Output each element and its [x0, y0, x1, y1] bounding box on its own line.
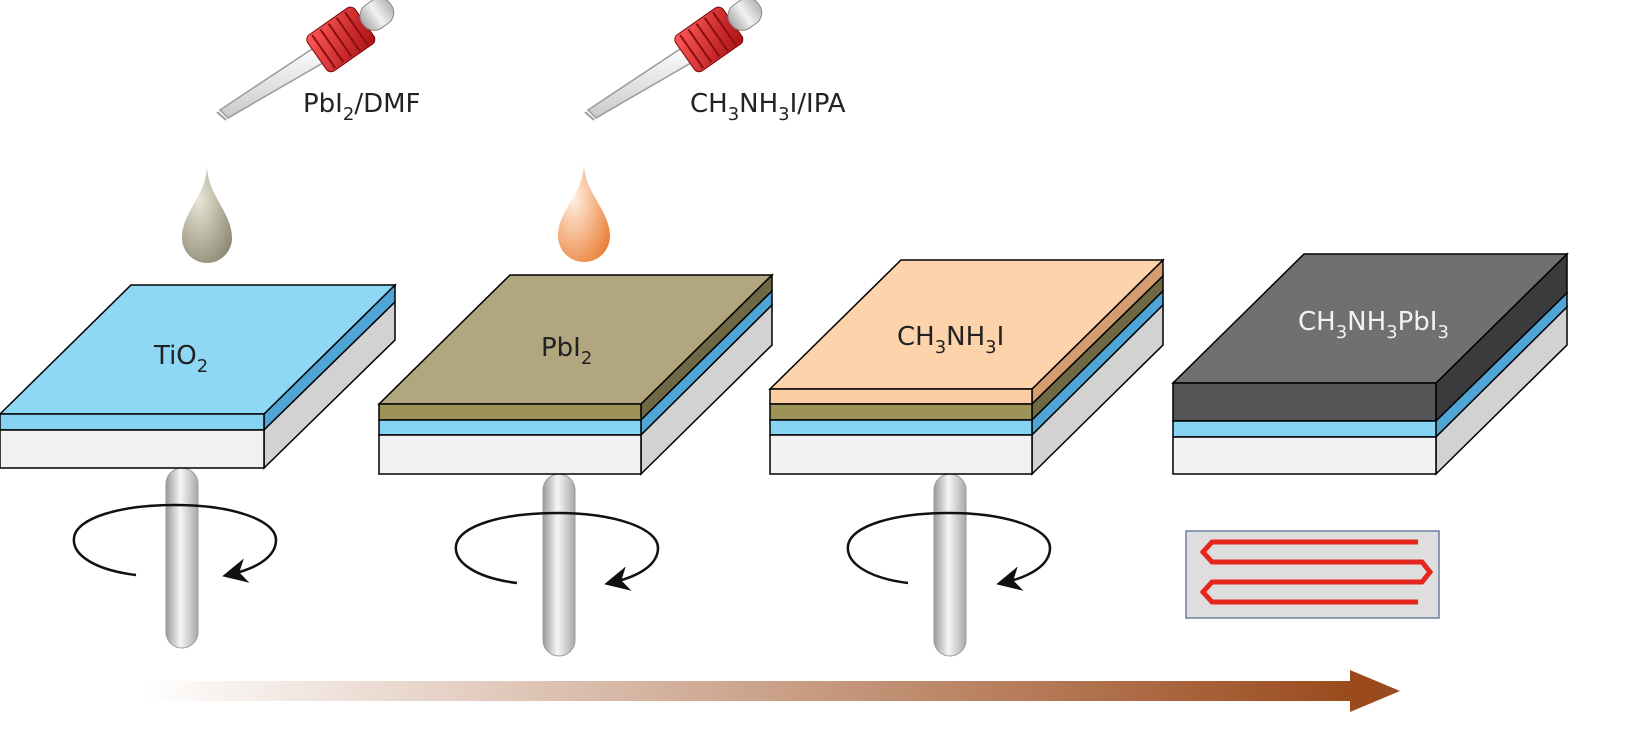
- dropper-1: PbI2/DMF: [216, 0, 420, 125]
- substrate-stack-3: CH3NH3I: [768, 258, 1165, 476]
- spin-shaft-3: [933, 473, 967, 657]
- substrate-stack-4: CH3NH3PbI3: [1171, 252, 1569, 476]
- spin-shaft-2: [542, 473, 576, 657]
- dropper-2: CH3NH3I/IPA: [584, 0, 846, 125]
- dropper-icon: [216, 0, 395, 121]
- substrate-4-label: CH3NH3PbI3: [1298, 307, 1449, 343]
- rotation-arrow-icon: [72, 503, 278, 583]
- substrate-2-label: PbI2: [541, 333, 592, 369]
- process-arrow-icon: [140, 670, 1400, 712]
- heater-icon: [1185, 530, 1440, 619]
- dropper-icon: [584, 0, 763, 121]
- rotation-arrow-icon: [846, 511, 1052, 591]
- substrate-3-label: CH3NH3I: [897, 322, 1004, 358]
- rotation-arrow-icon: [454, 511, 660, 591]
- substrate-stack-1: TiO2: [0, 283, 397, 470]
- spin-shaft-1: [165, 467, 199, 649]
- droplet-icon: [182, 165, 232, 263]
- dropper-1-label: PbI2/DMF: [303, 89, 420, 125]
- substrate-1-label: TiO2: [153, 341, 208, 377]
- droplet-icon: [558, 163, 610, 262]
- dropper-2-label: CH3NH3I/IPA: [690, 89, 846, 125]
- substrate-stack-2: PbI2: [377, 273, 774, 476]
